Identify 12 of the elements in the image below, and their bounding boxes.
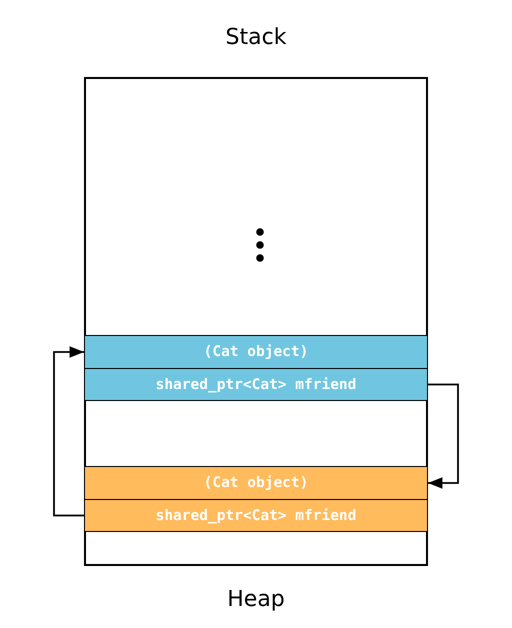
memory-block [84,499,428,532]
block-label: shared_ptr<Cat> mfriend [156,376,356,392]
arrow [53,346,84,516]
region-heading: Stack [224,25,288,50]
arrow [428,384,459,489]
block-label: shared_ptr<Cat> mfriend [156,508,356,524]
block-label: (Cat object) [204,475,308,491]
memory-block [84,368,428,401]
block-label: (Cat object) [204,344,308,360]
region-heading: Heap [226,587,286,612]
memory-block [84,466,428,500]
memory-block [84,335,428,369]
